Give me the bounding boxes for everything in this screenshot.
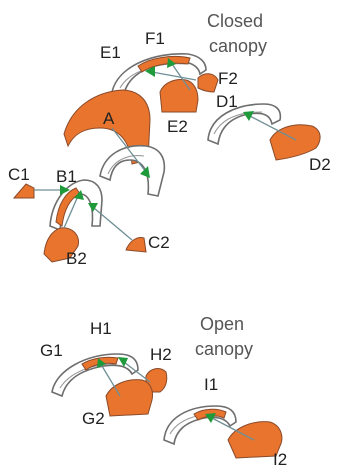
- label-b1: B1: [56, 167, 77, 186]
- fragment-e2: [159, 79, 199, 113]
- canopy-d1: [207, 103, 282, 146]
- label-c1: C1: [8, 165, 30, 184]
- fragment-f1: [137, 55, 191, 73]
- group-d: D1 D2: [207, 92, 331, 174]
- closed-heading-line1: Closed: [207, 11, 263, 31]
- label-i2: I2: [273, 450, 287, 469]
- arrowhead-i2: [205, 413, 216, 423]
- arrowhead-b2: [74, 190, 84, 200]
- label-c2: C2: [148, 233, 170, 252]
- fragment-h2: [145, 368, 168, 393]
- label-h2: H2: [150, 345, 172, 364]
- fragment-f2: [197, 73, 219, 93]
- arrowhead-d2: [243, 111, 254, 121]
- arrow-g2-to-g1: [101, 365, 121, 397]
- label-b2: B2: [66, 249, 87, 268]
- group-gh: G1 H1 H2 G2: [40, 319, 172, 428]
- arrow-d2-to-d1: [249, 115, 297, 141]
- arrow-f2-to-e1: [151, 71, 197, 81]
- arrow-i2-to-i1: [211, 417, 255, 441]
- fragment-i2: [227, 421, 283, 459]
- closed-heading-line2: canopy: [209, 36, 267, 56]
- label-f2: F2: [218, 69, 238, 88]
- arrowhead-g2: [97, 358, 106, 368]
- label-g1: G1: [40, 341, 63, 360]
- fragment-c2: [125, 237, 147, 253]
- label-h1: H1: [90, 319, 112, 338]
- arrow-a: [111, 127, 147, 173]
- fragment-b2: [43, 227, 79, 263]
- arrow-c2-to-b1: [93, 207, 133, 241]
- arrow-h2-to-h1: [123, 361, 151, 383]
- arrow-b2-to-b1: [63, 195, 79, 229]
- fragment-c1: [12, 183, 35, 199]
- fragment-g2: [105, 379, 153, 417]
- arrow-e2-to-f1: [171, 63, 191, 91]
- label-g2: G2: [82, 409, 105, 428]
- label-e2: E2: [167, 117, 188, 136]
- label-d2: D2: [309, 155, 331, 174]
- open-heading-line2: canopy: [195, 339, 253, 359]
- fragment-a: [63, 89, 151, 165]
- open-heading-line1: Open: [200, 314, 244, 334]
- label-i1: I1: [204, 375, 218, 394]
- arrowhead-f2: [145, 66, 155, 77]
- label-f1: F1: [145, 29, 165, 48]
- label-d1: D1: [216, 92, 238, 111]
- group-i: I1 I2: [163, 375, 287, 469]
- arrowhead-h2: [118, 357, 128, 367]
- arrowhead-c2: [88, 203, 98, 212]
- arrowhead-c1: [60, 185, 70, 195]
- group-a: A: [63, 89, 166, 197]
- label-e1: E1: [100, 43, 121, 62]
- group-bc: C1 B1 B2 C2: [8, 165, 170, 268]
- arrowhead-a: [140, 166, 150, 178]
- arrowhead-e2: [167, 58, 176, 68]
- label-a: A: [103, 109, 115, 128]
- canopy-g1: [51, 353, 139, 398]
